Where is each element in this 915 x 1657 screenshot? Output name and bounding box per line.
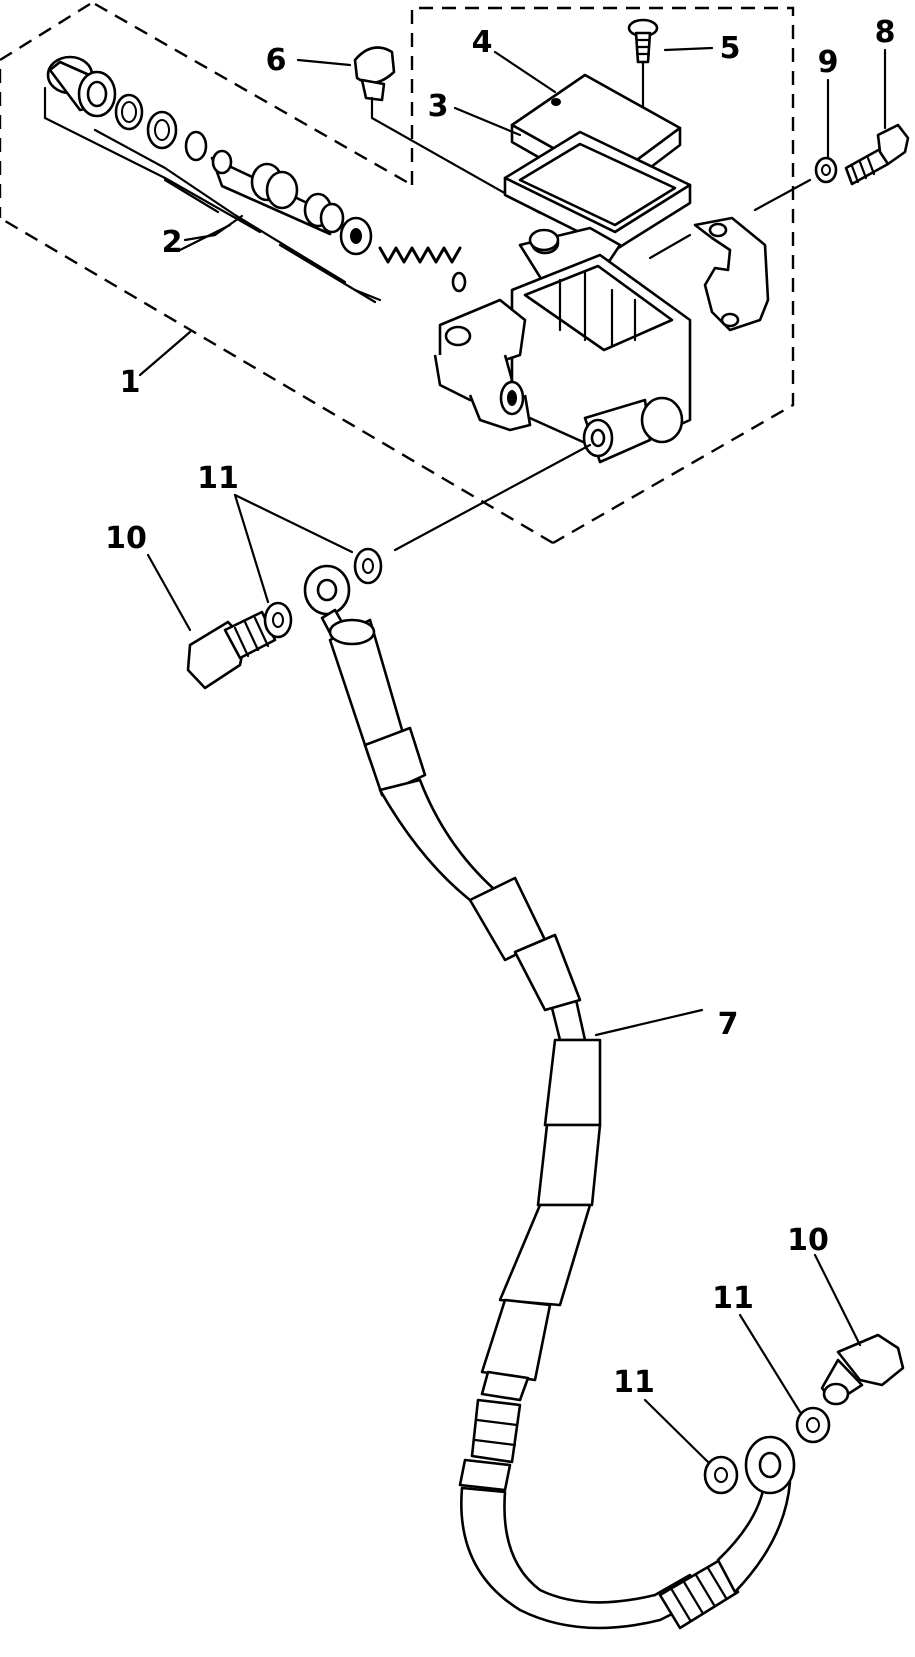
callout-11-right: 11 (712, 1281, 754, 1316)
callout-labels: 1 2 3 4 5 6 7 8 9 10 10 11 11 11 (105, 15, 895, 1400)
banjo-bolt-lower (820, 1333, 905, 1406)
callout-1: 1 (120, 365, 141, 400)
callout-5: 5 (720, 31, 741, 66)
callout-4: 4 (472, 25, 493, 60)
callout-11-middle: 11 (613, 1365, 655, 1400)
callout-10-upper: 10 (105, 521, 147, 556)
copper-washers (263, 443, 831, 1495)
banjo-bolt-upper (186, 610, 277, 690)
washer-9 (814, 156, 838, 184)
callout-9: 9 (818, 45, 839, 80)
callout-11-upper: 11 (197, 461, 239, 496)
leader-lines (138, 46, 887, 1464)
assembly-boundary (0, 2, 795, 545)
callout-10-lower: 10 (787, 1223, 829, 1258)
callout-7: 7 (718, 1007, 739, 1042)
plug (353, 46, 542, 215)
callout-8: 8 (875, 15, 896, 50)
brake-hose (303, 564, 796, 1630)
callout-6: 6 (266, 43, 287, 78)
callout-2: 2 (162, 225, 183, 260)
bolt-8 (844, 123, 910, 186)
clamp-bracket (648, 178, 812, 332)
callout-3: 3 (428, 89, 449, 124)
piston-kit (43, 55, 467, 304)
master-cylinder-body (433, 226, 692, 464)
